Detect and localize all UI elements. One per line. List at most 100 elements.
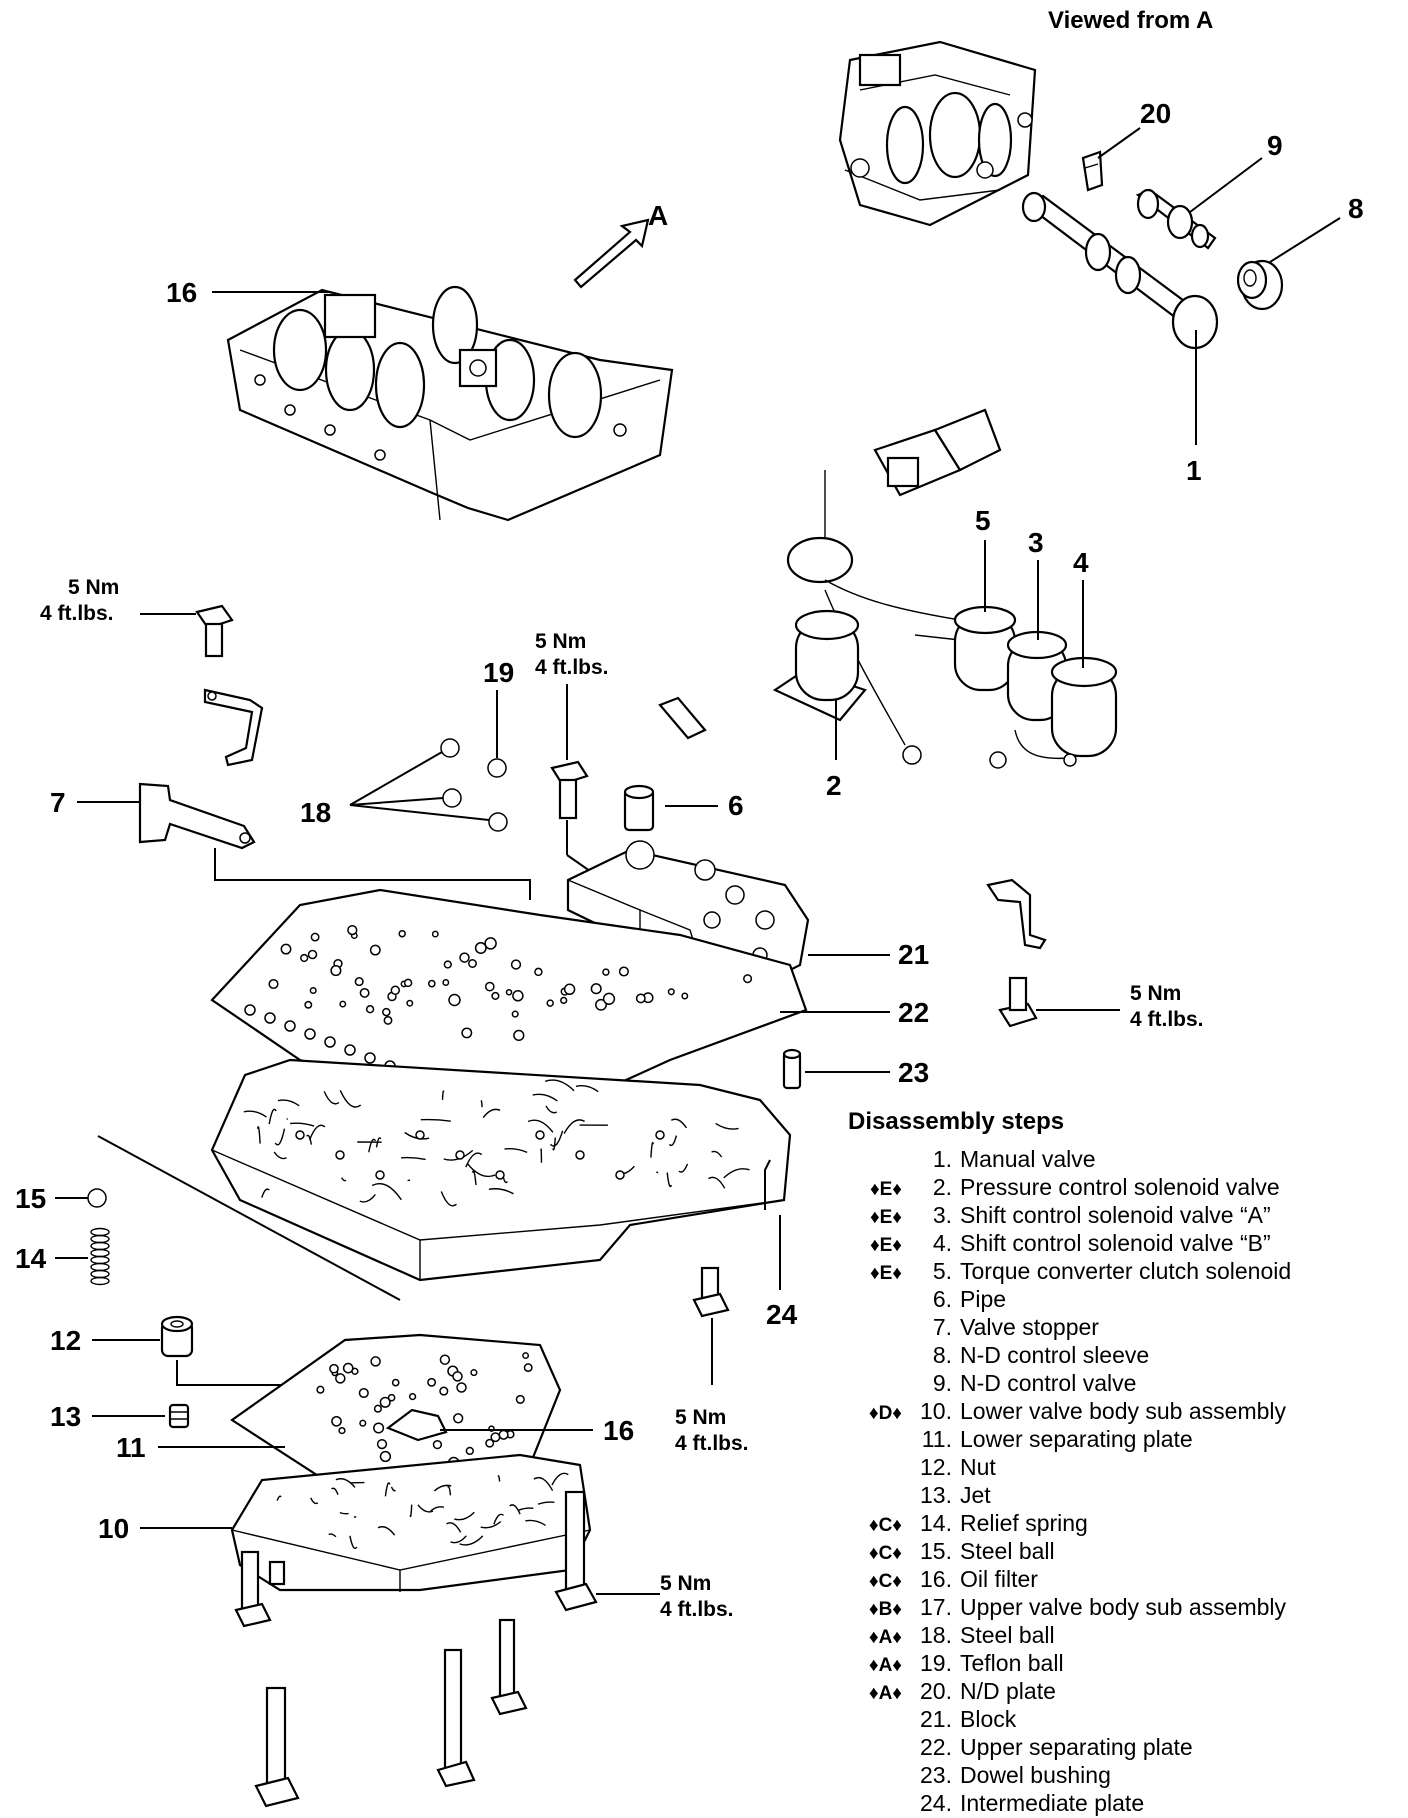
valve-body-view-a <box>838 40 1037 227</box>
steel-balls <box>440 738 508 832</box>
bottom-bolts <box>234 1490 598 1808</box>
step-mark: ♦E♦ <box>869 1179 902 1200</box>
callout-9: 9 <box>1267 130 1283 161</box>
step-number: 13. <box>920 1482 952 1508</box>
callout-13: 13 <box>50 1401 81 1432</box>
steps-title: Disassembly steps <box>848 1108 1065 1135</box>
callout-6: 6 <box>728 790 744 821</box>
manual-valve <box>1021 191 1219 350</box>
callout-2: 2 <box>826 770 842 801</box>
bolt-top-left <box>195 604 234 658</box>
callout-24: 24 <box>766 1299 798 1330</box>
teflon-ball <box>487 758 507 778</box>
torque-imperial-5: 4 ft.lbs. <box>660 1598 734 1621</box>
arrow-label: A <box>648 200 668 231</box>
step-row: 11.Lower separating plate <box>848 1426 1404 1454</box>
step-number: 23. <box>920 1762 952 1788</box>
step-number: 18. <box>920 1622 952 1648</box>
step-mark: ♦C♦ <box>868 1543 902 1564</box>
callout-15: 15 <box>15 1183 46 1214</box>
step-name: Block <box>960 1706 1017 1732</box>
step-number: 6. <box>932 1286 952 1312</box>
bolt-center <box>550 760 589 820</box>
step-row: ♦E♦4.Shift control solenoid valve “B” <box>848 1230 1404 1258</box>
step-name: Steel ball <box>960 1538 1055 1564</box>
step-row: 9. N-D control valve <box>848 1370 1404 1398</box>
step-name: Upper valve body sub assembly <box>960 1594 1286 1620</box>
callout-5: 5 <box>975 505 991 536</box>
callout-10: 10 <box>98 1513 129 1544</box>
pipe <box>623 784 655 832</box>
callout-20: 20 <box>1140 98 1171 129</box>
step-name: Torque converter clutch solenoid <box>960 1258 1292 1284</box>
step-number: 10. <box>920 1398 952 1424</box>
step-mark: ♦B♦ <box>868 1599 902 1620</box>
callout-16b: 16 <box>603 1415 634 1446</box>
nd-control-sleeve <box>1236 259 1284 311</box>
step-number: 17. <box>920 1594 952 1620</box>
torque-value-5: 5 Nm <box>660 1572 711 1595</box>
step-mark: ♦C♦ <box>868 1515 902 1536</box>
bolt-right <box>998 976 1038 1028</box>
step-number: 14. <box>920 1510 952 1536</box>
callout-3: 3 <box>1028 527 1044 558</box>
torque-value-3: 5 Nm <box>1130 982 1181 1005</box>
step-number: 2. <box>932 1174 952 1200</box>
callout-4: 4 <box>1073 547 1089 578</box>
nd-plate <box>1081 150 1104 192</box>
callout-7: 7 <box>50 787 66 818</box>
step-number: 20. <box>920 1678 952 1704</box>
callout-16a: 16 <box>166 277 197 308</box>
disassembly-steps: Disassembly steps 1.Manual valve♦E♦2.Pre… <box>848 1108 1404 1818</box>
callout-1: 1 <box>1186 455 1202 486</box>
step-name: Manual valve <box>960 1146 1096 1172</box>
step-number: 22. <box>920 1734 952 1760</box>
callout-8: 8 <box>1348 193 1364 224</box>
right-bracket <box>986 878 1047 950</box>
step-number: 9. <box>932 1370 952 1396</box>
step-number: 15. <box>920 1538 952 1564</box>
relief-spring <box>90 1227 110 1286</box>
step-row: ♦C♦16.Oil filter <box>848 1566 1404 1594</box>
step-name: Steel ball <box>960 1622 1055 1648</box>
step-name: Intermediate plate <box>960 1790 1145 1816</box>
step-name: Nut <box>960 1454 996 1480</box>
lower-separating-plate <box>230 1333 562 1492</box>
step-name: Dowel bushing <box>960 1762 1111 1788</box>
callout-18: 18 <box>300 797 331 828</box>
dowel-bushing <box>782 1048 802 1090</box>
solenoid-harness <box>772 349 1118 769</box>
upper-valve-body <box>226 285 674 522</box>
callout-21: 21 <box>898 939 929 970</box>
step-name: N/D plate <box>960 1678 1056 1704</box>
step-row: 22. Upper separating plate <box>848 1734 1404 1762</box>
step-name: Valve stopper <box>960 1314 1099 1340</box>
callout-11: 11 <box>116 1432 146 1463</box>
step-number: 21. <box>920 1706 952 1732</box>
step-row: 24.Intermediate plate <box>848 1790 1404 1818</box>
torque-imperial-4: 4 ft.lbs. <box>675 1432 749 1455</box>
step-row: 12. Nut <box>848 1454 1404 1482</box>
step-name: Jet <box>960 1482 991 1508</box>
step-row: ♦D♦10.Lower valve body sub assembly <box>848 1398 1404 1426</box>
torque-value-1: 5 Nm <box>68 576 119 599</box>
step-name: N-D control sleeve <box>960 1342 1150 1368</box>
steps-list: 1.Manual valve♦E♦2.Pressure control sole… <box>848 1146 1404 1818</box>
valve-stopper-bracket <box>203 688 264 767</box>
step-name: Oil filter <box>960 1566 1038 1592</box>
step-name: N-D control valve <box>960 1370 1137 1396</box>
view-title: Viewed from A <box>1048 7 1213 34</box>
step-row: ♦E♦3.Shift control solenoid valve “A” <box>848 1202 1404 1230</box>
step-name: Teflon ball <box>960 1650 1064 1676</box>
step-mark: ♦A♦ <box>868 1683 902 1704</box>
torque-imperial-3: 4 ft.lbs. <box>1130 1008 1204 1031</box>
callout-22: 22 <box>898 997 929 1028</box>
step-name: Upper separating plate <box>960 1734 1193 1760</box>
step-name: Lower valve body sub assembly <box>960 1398 1286 1424</box>
step-number: 12. <box>920 1454 952 1480</box>
step-row: ♦E♦5.Torque converter clutch solenoid <box>848 1258 1404 1286</box>
step-mark: ♦E♦ <box>869 1207 902 1228</box>
step-name: Lower separating plate <box>960 1426 1193 1452</box>
step-name: Pressure control solenoid valve <box>960 1174 1280 1200</box>
